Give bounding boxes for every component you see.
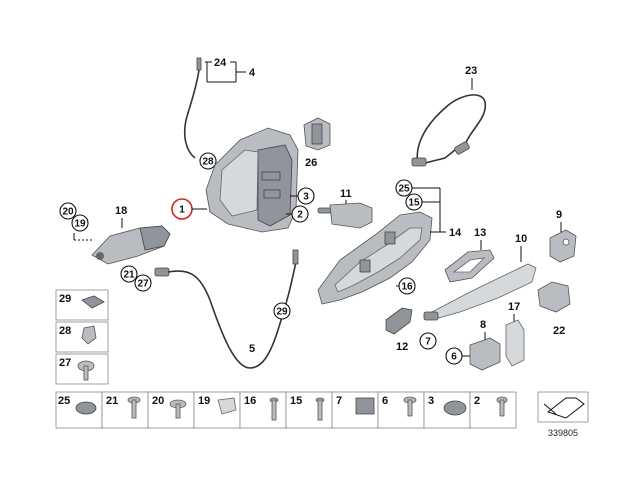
part-18 bbox=[91, 225, 171, 265]
part-9 bbox=[549, 229, 577, 263]
callout-1-highlighted: 1 bbox=[171, 198, 207, 220]
part-26 bbox=[303, 117, 331, 151]
callout-22: 22 bbox=[553, 325, 565, 337]
part-1-door-lock bbox=[205, 127, 299, 233]
callout-6: 6 bbox=[445, 347, 470, 365]
legend-left: 29 28 27 bbox=[55, 289, 109, 385]
svg-text:7: 7 bbox=[336, 395, 342, 407]
part-11 bbox=[317, 202, 373, 229]
part-14-carrier bbox=[317, 211, 433, 305]
callout-28: 28 bbox=[199, 152, 217, 170]
callout-3: 3 bbox=[290, 187, 315, 205]
svg-text:15: 15 bbox=[290, 395, 302, 407]
callout-12: 12 bbox=[396, 341, 408, 353]
svg-text:15: 15 bbox=[408, 198, 420, 209]
svg-text:21: 21 bbox=[123, 270, 135, 281]
svg-text:1: 1 bbox=[179, 205, 185, 216]
svg-text:3: 3 bbox=[428, 395, 434, 407]
svg-text:6: 6 bbox=[382, 395, 388, 407]
svg-text:19: 19 bbox=[198, 395, 210, 407]
svg-text:29: 29 bbox=[276, 307, 288, 318]
part-10-door-handle bbox=[423, 263, 537, 321]
svg-text:14: 14 bbox=[449, 227, 462, 239]
svg-text:28: 28 bbox=[202, 157, 214, 168]
part-12 bbox=[385, 307, 413, 335]
callout-23: 23 bbox=[465, 65, 477, 77]
callout-8: 8 bbox=[480, 319, 486, 331]
part-24-cable bbox=[183, 57, 202, 159]
callout-16: 16 bbox=[396, 277, 416, 295]
reference-number: 339805 bbox=[548, 428, 578, 438]
part-22 bbox=[537, 281, 571, 313]
svg-text:19: 19 bbox=[74, 219, 86, 230]
svg-text:20: 20 bbox=[152, 395, 164, 407]
callout-29: 29 bbox=[273, 302, 291, 320]
callout-26: 26 bbox=[305, 157, 317, 169]
callout-13: 13 bbox=[474, 227, 486, 239]
callout-25: 25 bbox=[395, 179, 441, 232]
svg-text:16: 16 bbox=[401, 282, 413, 293]
part-8 bbox=[469, 337, 501, 371]
svg-text:27: 27 bbox=[137, 279, 149, 290]
svg-text:2: 2 bbox=[297, 210, 303, 221]
svg-text:25: 25 bbox=[58, 395, 70, 407]
callout-17: 17 bbox=[508, 301, 520, 313]
svg-text:27: 27 bbox=[59, 357, 71, 369]
svg-text:20: 20 bbox=[62, 207, 74, 218]
svg-text:24: 24 bbox=[214, 57, 227, 69]
callout-11: 11 bbox=[340, 188, 352, 200]
callout-15: 15 bbox=[405, 193, 440, 211]
callout-27: 27 bbox=[134, 274, 152, 292]
svg-text:2: 2 bbox=[474, 395, 480, 407]
part-23-wire bbox=[411, 94, 487, 167]
callout-18: 18 bbox=[115, 205, 127, 217]
svg-text:7: 7 bbox=[425, 337, 431, 348]
svg-text:21: 21 bbox=[106, 395, 118, 407]
callout-24-4: 24 4 bbox=[205, 57, 256, 83]
callout-9: 9 bbox=[556, 209, 562, 221]
svg-text:29: 29 bbox=[59, 293, 71, 305]
svg-text:3: 3 bbox=[303, 192, 309, 203]
callout-20: 20 bbox=[59, 202, 77, 220]
svg-text:6: 6 bbox=[451, 352, 457, 363]
callout-19: 19 bbox=[71, 214, 92, 241]
svg-text:4: 4 bbox=[249, 67, 256, 79]
svg-text:25: 25 bbox=[398, 184, 410, 195]
callout-7: 7 bbox=[419, 332, 437, 350]
callout-2: 2 bbox=[286, 205, 309, 223]
part-17 bbox=[505, 319, 525, 367]
callout-10: 10 bbox=[515, 233, 527, 245]
svg-text:16: 16 bbox=[244, 395, 256, 407]
svg-text:28: 28 bbox=[59, 325, 71, 337]
callout-14: 14 bbox=[430, 227, 462, 239]
legend-bottom: 25 21 20 19 16 15 7 6 3 2 bbox=[55, 391, 589, 429]
callout-21: 21 bbox=[120, 265, 138, 283]
callout-5: 5 bbox=[249, 343, 255, 355]
part-13 bbox=[444, 249, 495, 283]
